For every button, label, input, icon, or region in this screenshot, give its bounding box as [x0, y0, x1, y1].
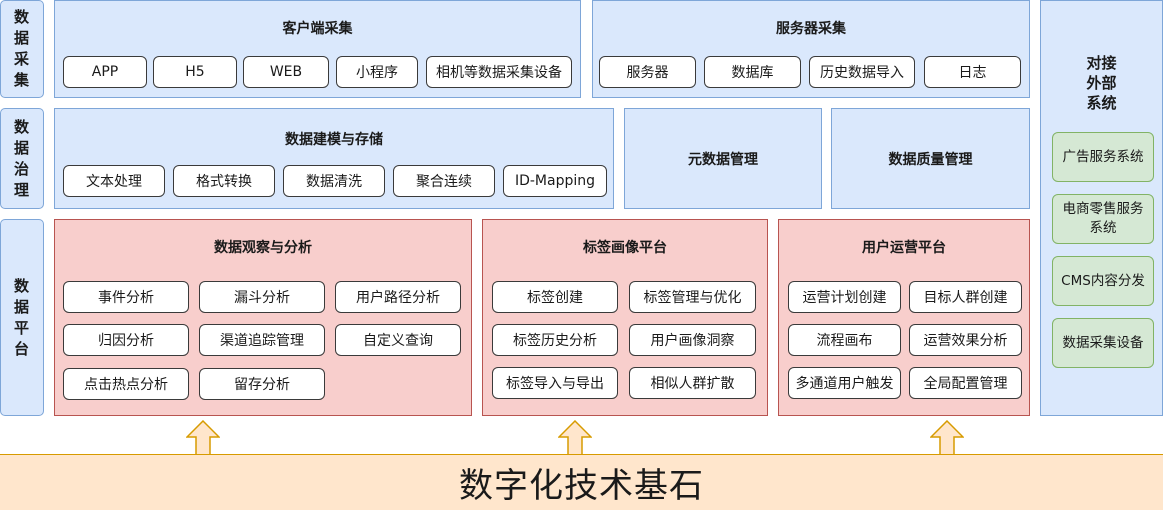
server-collect-item: 数据库 [704, 56, 801, 88]
client-collect-item: 相机等数据采集设备 [426, 56, 572, 88]
server-collection-panel: 服务器采集 服务器 数据库 历史数据导入 日志 [592, 0, 1030, 98]
modeling-item: 文本处理 [63, 165, 165, 197]
client-collect-item: APP [63, 56, 147, 88]
data-modeling-title: 数据建模与存储 [285, 132, 383, 148]
server-collection-title: 服务器采集 [776, 21, 846, 37]
client-collect-item: WEB [243, 56, 329, 88]
side-label-data-collection: 数 据 采 集 [0, 0, 44, 98]
external-systems-title: 对接 外部 系统 [1086, 54, 1117, 112]
server-collect-item: 历史数据导入 [809, 56, 915, 88]
tagging-item: 标签管理与优化 [629, 281, 756, 313]
analysis-item: 留存分析 [199, 368, 325, 400]
external-system-item: 广告服务系统 [1052, 132, 1154, 182]
up-arrow-icon [930, 420, 964, 456]
digital-foundation-bar: 数字化技术基石 [0, 454, 1163, 510]
external-system-item: 数据采集设备 [1052, 318, 1154, 368]
data-analysis-panel: 数据观察与分析 事件分析 漏斗分析 用户路径分析 归因分析 渠道追踪管理 自定义… [54, 219, 472, 416]
metadata-management-panel: 元数据管理 [624, 108, 822, 209]
analysis-item: 渠道追踪管理 [199, 324, 325, 356]
client-collection-panel: 客户端采集 APP H5 WEB 小程序 相机等数据采集设备 [54, 0, 581, 98]
tag-profile-title: 标签画像平台 [583, 240, 667, 256]
modeling-item: 聚合连续 [393, 165, 495, 197]
side-label-platform-text: 数 据 平 台 [13, 276, 30, 358]
up-arrow-icon [558, 420, 592, 456]
external-systems-panel: 对接 外部 系统 广告服务系统 电商零售服务 系统 CMS内容分发 数据采集设备 [1040, 0, 1163, 416]
metadata-management-title: 元数据管理 [688, 151, 758, 168]
user-operation-panel: 用户运营平台 运营计划创建 目标人群创建 流程画布 运营效果分析 多通道用户触发… [778, 219, 1030, 416]
client-collect-item: H5 [153, 56, 237, 88]
side-label-data-governance: 数 据 治 理 [0, 108, 44, 209]
operation-item: 运营效果分析 [909, 324, 1022, 356]
tagging-item: 相似人群扩散 [629, 367, 756, 399]
analysis-item: 用户路径分析 [335, 281, 461, 313]
data-analysis-title: 数据观察与分析 [214, 240, 312, 256]
external-system-item: CMS内容分发 [1052, 256, 1154, 306]
tagging-item: 标签历史分析 [492, 324, 618, 356]
tag-profile-panel: 标签画像平台 标签创建 标签管理与优化 标签历史分析 用户画像洞察 标签导入与导… [482, 219, 768, 416]
client-collection-title: 客户端采集 [282, 21, 353, 37]
modeling-item: 数据清洗 [283, 165, 385, 197]
operation-item: 多通道用户触发 [788, 367, 901, 399]
tagging-item: 用户画像洞察 [629, 324, 756, 356]
modeling-item: 格式转换 [173, 165, 275, 197]
operation-item: 运营计划创建 [788, 281, 901, 313]
tagging-item: 标签创建 [492, 281, 618, 313]
modeling-item: ID-Mapping [503, 165, 607, 197]
user-operation-title: 用户运营平台 [862, 240, 946, 256]
operation-item: 流程画布 [788, 324, 901, 356]
data-modeling-panel: 数据建模与存储 文本处理 格式转换 数据清洗 聚合连续 ID-Mapping [54, 108, 614, 209]
server-collect-item: 服务器 [599, 56, 696, 88]
data-quality-panel: 数据质量管理 [831, 108, 1030, 209]
external-system-item: 电商零售服务 系统 [1052, 194, 1154, 244]
analysis-item: 点击热点分析 [63, 368, 189, 400]
server-collect-item: 日志 [924, 56, 1021, 88]
analysis-item: 自定义查询 [335, 324, 461, 356]
digital-foundation-title: 数字化技术基石 [459, 466, 704, 506]
up-arrow-icon [186, 420, 220, 456]
analysis-item: 事件分析 [63, 281, 189, 313]
analysis-item: 归因分析 [63, 324, 189, 356]
side-label-collection-text: 数 据 采 集 [13, 8, 30, 89]
operation-item: 目标人群创建 [909, 281, 1022, 313]
client-collect-item: 小程序 [336, 56, 418, 88]
tagging-item: 标签导入与导出 [492, 367, 618, 399]
analysis-item: 漏斗分析 [199, 281, 325, 313]
side-label-data-platform: 数 据 平 台 [0, 219, 44, 416]
operation-item: 全局配置管理 [909, 367, 1022, 399]
side-label-governance-text: 数 据 治 理 [13, 117, 30, 199]
data-quality-title: 数据质量管理 [888, 151, 973, 168]
